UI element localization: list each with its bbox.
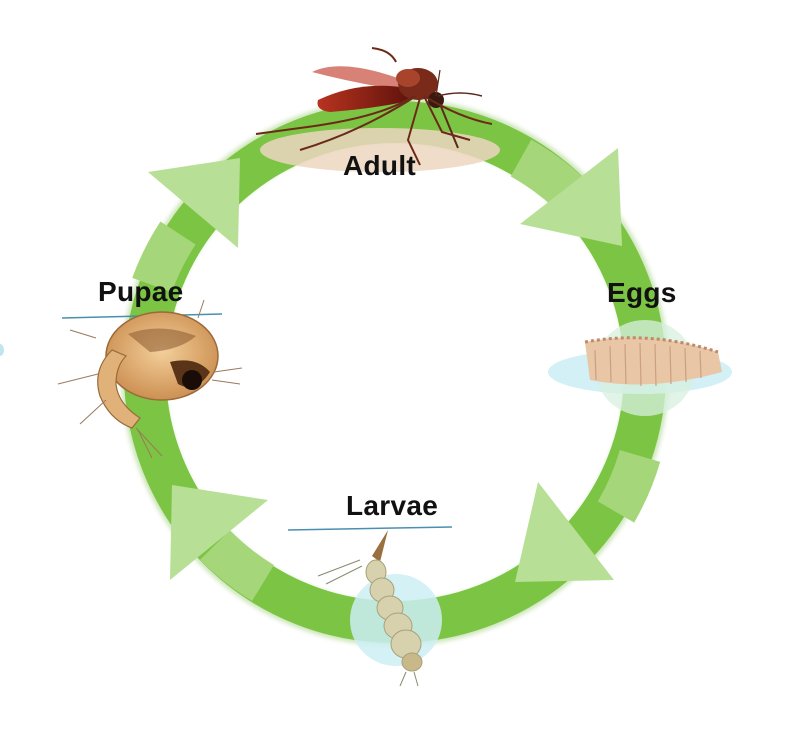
- egg-raft-illustration: [548, 320, 732, 416]
- adult-mosquito-illustration: [255, 47, 500, 172]
- stage-label-larvae: Larvae: [346, 490, 439, 521]
- arrow-larvae-to-pupae: [170, 485, 268, 580]
- stage-label-pupae: Pupae: [98, 276, 184, 307]
- arrow-adult-to-eggs: [520, 148, 622, 246]
- pupa-illustration: [57, 299, 243, 459]
- larva-illustration: [287, 526, 453, 687]
- arrow-pupae-to-adult: [148, 158, 240, 248]
- arrow-eggs-to-larvae: [515, 482, 614, 582]
- stage-label-adult: Adult: [343, 150, 417, 181]
- stage-label-eggs: Eggs: [607, 277, 677, 308]
- water-ripple: [0, 344, 4, 356]
